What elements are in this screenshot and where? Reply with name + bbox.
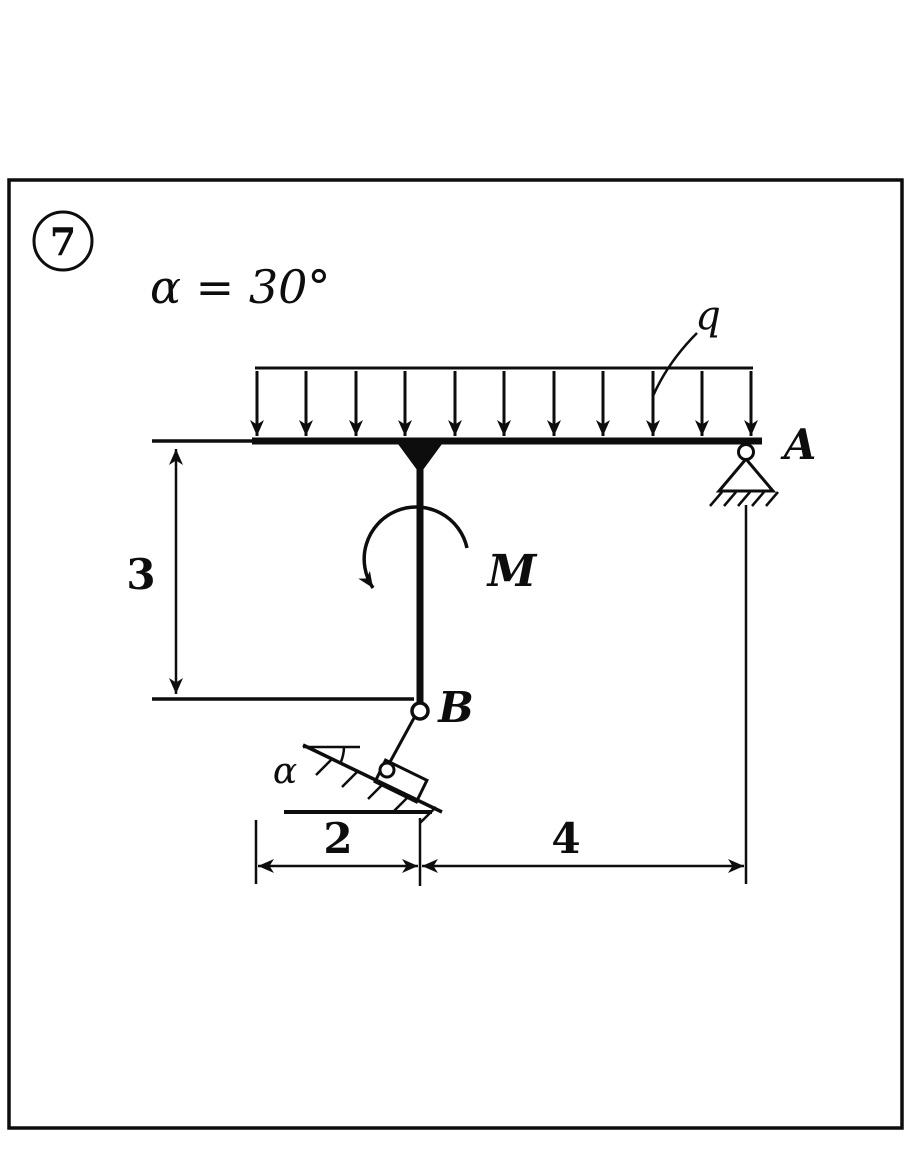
support-hinge-pin (378, 761, 396, 779)
given-angle-label: α = 30° (150, 260, 330, 314)
dimension-2-label: 2 (323, 814, 352, 863)
inclined-support: α (273, 717, 443, 824)
bottom-dimensions: 2 4 (254, 505, 748, 886)
dimension-vertical: 3 (126, 449, 414, 701)
moment-arc-arrow (358, 505, 469, 589)
q-leader-line (651, 332, 698, 397)
support-a-hatching (709, 491, 779, 507)
support-a-triangle (715, 456, 777, 493)
incline-angle-label: α (273, 751, 297, 792)
figure-frame (7, 178, 904, 1130)
hinge-b-label: B (437, 683, 474, 732)
hinge-b (410, 701, 430, 721)
figure-number-circle (32, 210, 94, 272)
angle-arc (338, 746, 346, 765)
pin-a (737, 443, 755, 461)
moment-arrow-group: M (358, 505, 538, 597)
dimension-3-label: 3 (126, 550, 155, 599)
distributed-load (250, 366, 758, 436)
support-link-rod (388, 717, 416, 763)
figure-number: 7 (50, 219, 76, 264)
moment-label: M (486, 546, 538, 597)
load-label-group: q (651, 293, 721, 397)
hinge-b-group: B (410, 683, 474, 732)
dimension-4-label: 4 (551, 814, 580, 863)
support-a: A (709, 420, 817, 507)
load-label: q (695, 293, 721, 339)
support-a-label: A (780, 420, 817, 469)
inclined-surface (302, 743, 443, 814)
incline-hatching (315, 758, 437, 824)
figure-number-badge: 7 (32, 210, 94, 272)
